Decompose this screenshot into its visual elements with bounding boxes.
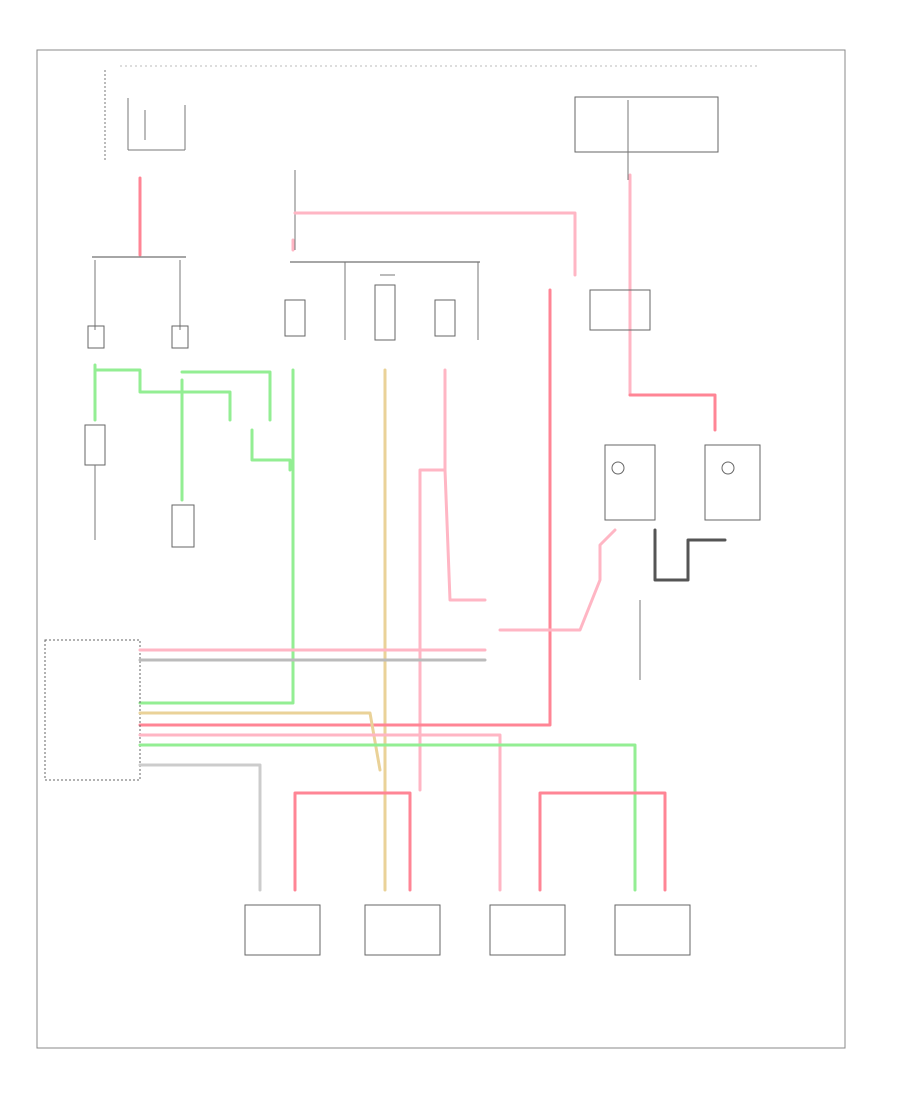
- wire-pink-right-2: [498, 528, 617, 632]
- wire-gray-module-2: [138, 763, 262, 892]
- wire-pink-down: [418, 368, 447, 792]
- center-relay-block: [284, 170, 480, 341]
- wire-green-left-3: [180, 370, 272, 422]
- top-right-relay: [574, 96, 719, 180]
- wire-green-left-5: [250, 428, 292, 472]
- wire-green-module-2: [138, 743, 637, 892]
- wire-pink-top: [293, 211, 577, 277]
- control-module: [44, 639, 141, 781]
- left-switch-group: [84, 424, 195, 548]
- wire-red-bottom-2: [538, 791, 667, 892]
- wire-red-right: [138, 288, 552, 727]
- right-junction-box: [589, 289, 651, 331]
- right-lamp-group: [604, 393, 761, 521]
- wire-black-right: [653, 528, 727, 582]
- diagram-border: [36, 49, 846, 1049]
- wire-red-bottom-1: [293, 791, 412, 892]
- wire-yellow-module: [138, 711, 382, 772]
- bottom-switch-group: [244, 904, 691, 956]
- wire-green-main: [138, 368, 295, 705]
- wire-pink-module-2: [138, 733, 502, 892]
- left-lamp-group: [87, 260, 189, 349]
- top-left-fuse-block: [104, 70, 186, 160]
- wire-green-left-2: [93, 368, 232, 422]
- wire-pink-branch: [443, 468, 487, 602]
